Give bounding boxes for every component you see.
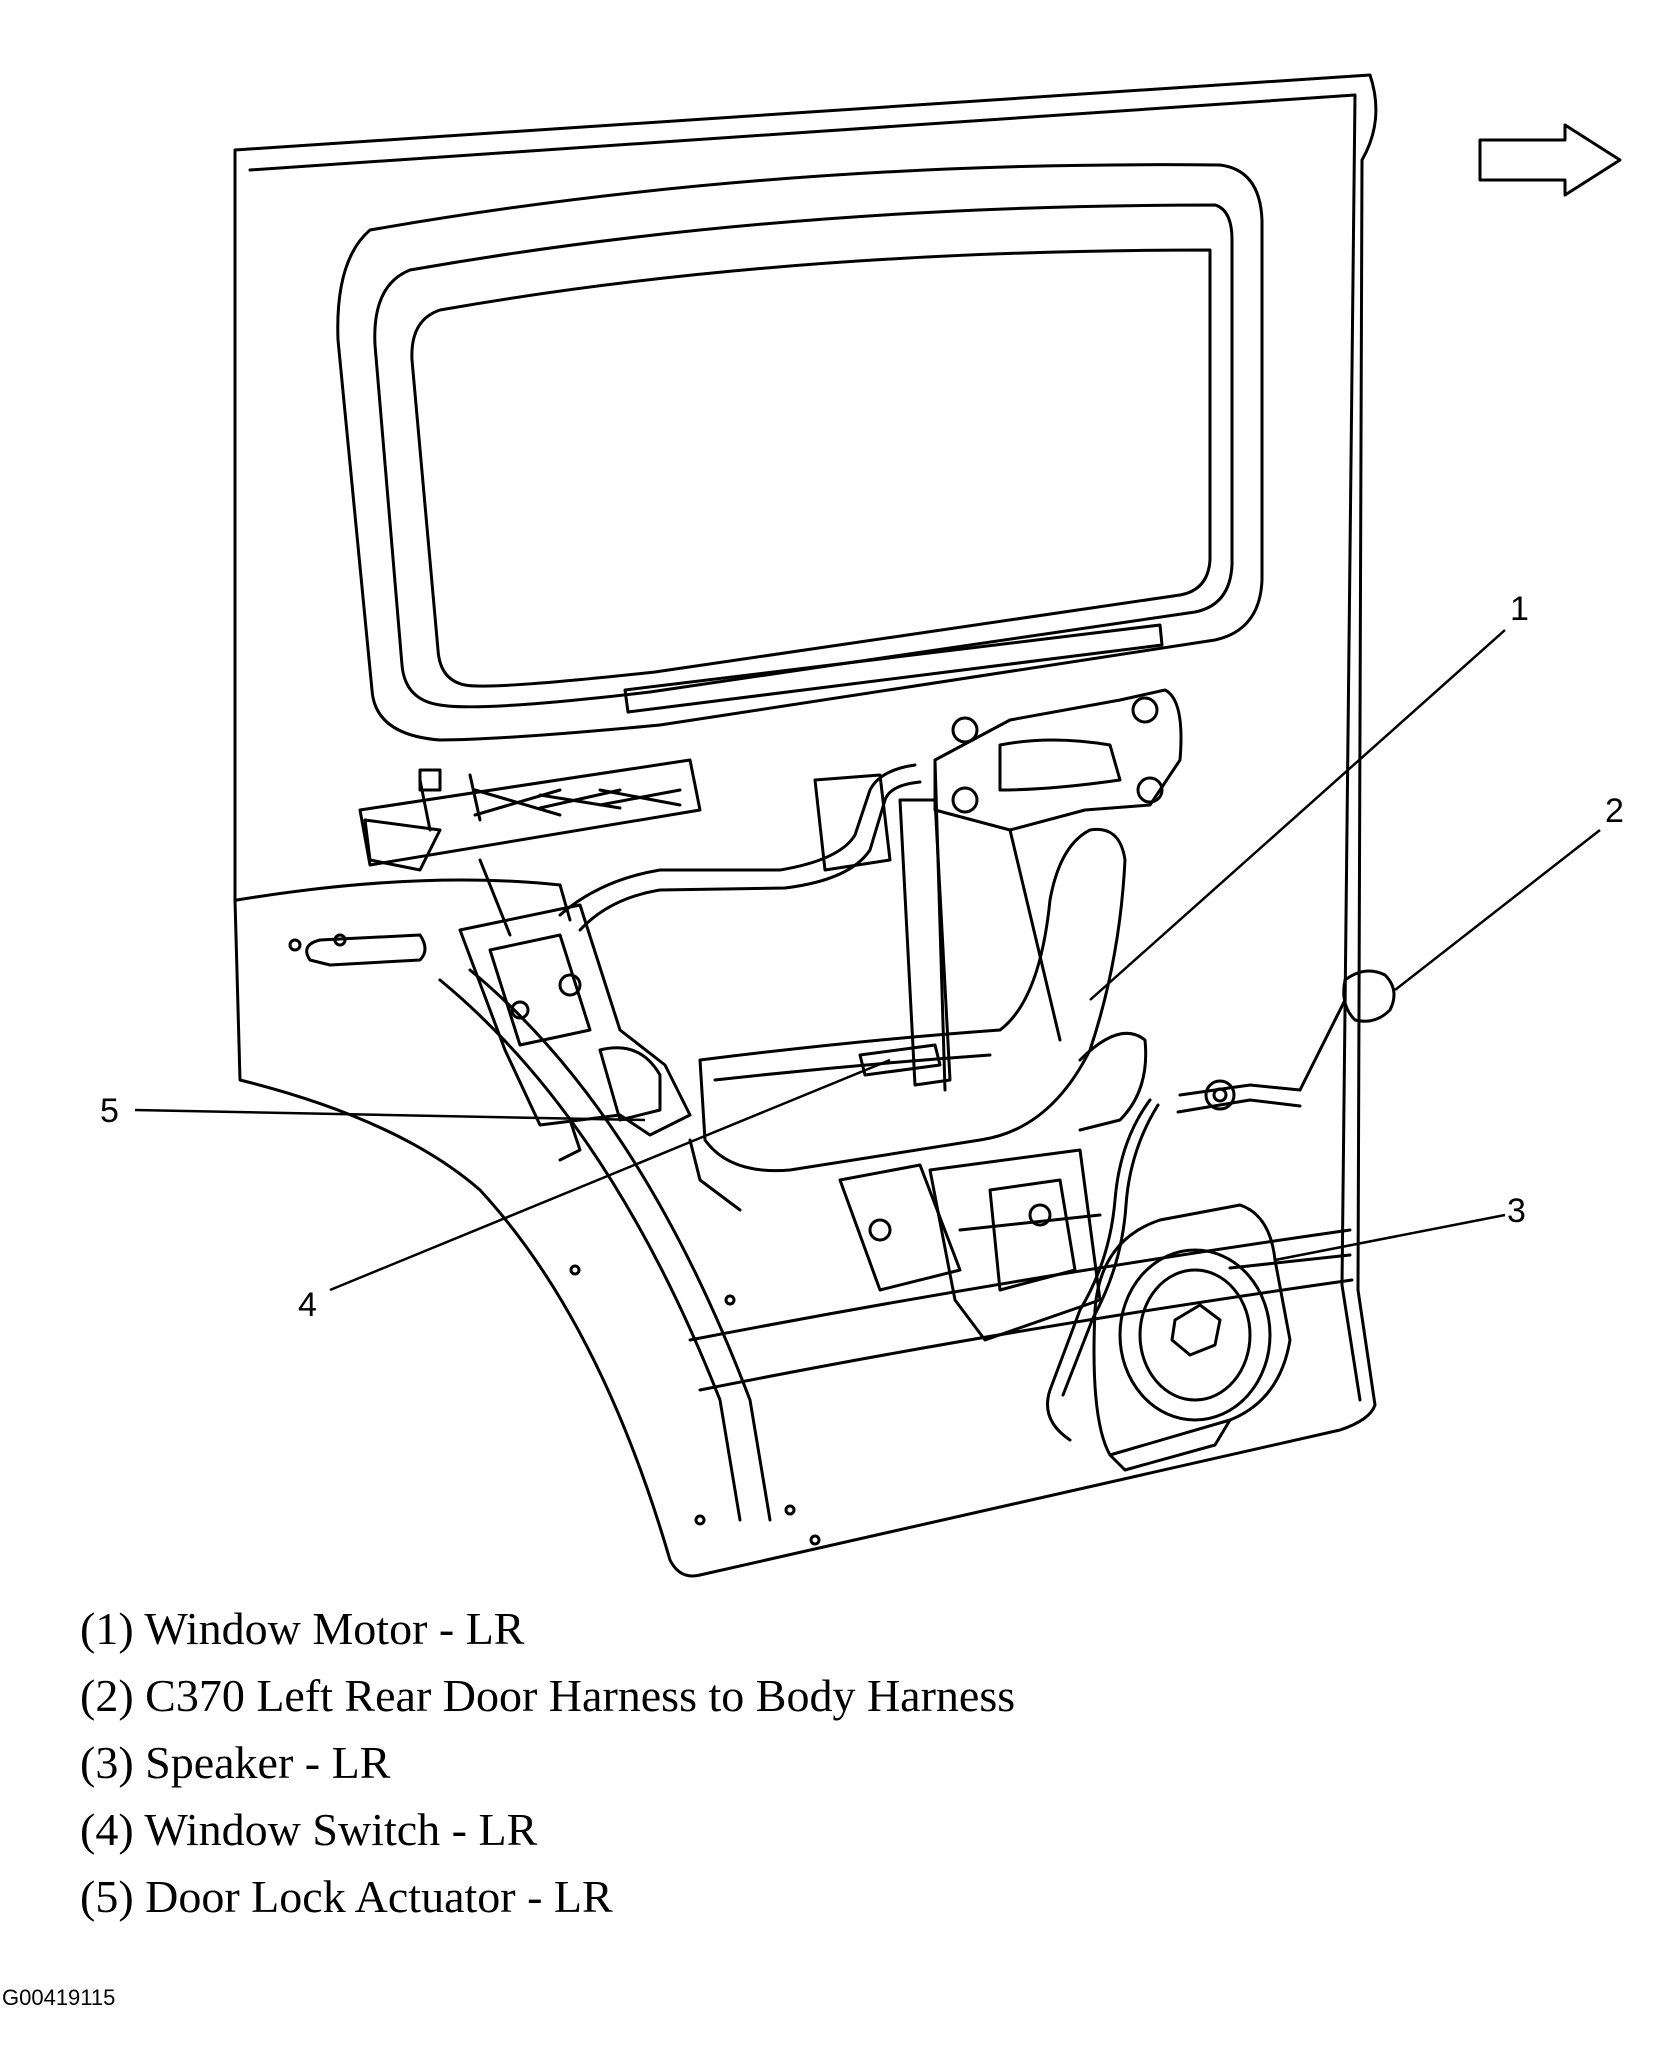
window-frame xyxy=(336,163,1264,742)
outside-handle-linkage xyxy=(358,758,702,872)
legend-label: Window Motor - LR xyxy=(144,1603,525,1654)
legend-label: C370 Left Rear Door Harness to Body Harn… xyxy=(145,1670,1016,1721)
c370-connector xyxy=(1204,969,1396,1111)
speaker xyxy=(1092,1203,1292,1472)
leader-line-4 xyxy=(329,1058,891,1292)
wheel-arch-trim xyxy=(288,933,821,1546)
callout-2: 2 xyxy=(1605,792,1624,830)
door-lock-actuator xyxy=(458,858,692,1162)
legend-item-door-lock-actuator: (5) Door Lock Actuator - LR xyxy=(80,1863,1015,1930)
legend-number: (1) xyxy=(80,1603,134,1654)
legend-item-c370-connector: (2) C370 Left Rear Door Harness to Body … xyxy=(80,1662,1015,1729)
callout-5: 5 xyxy=(100,1092,119,1130)
legend-label: Door Lock Actuator - LR xyxy=(145,1871,613,1922)
legend-number: (3) xyxy=(80,1737,134,1788)
leader-line-1 xyxy=(1089,629,1506,1001)
legend-item-speaker: (3) Speaker - LR xyxy=(80,1729,1015,1796)
leader-line-3 xyxy=(1274,1213,1506,1262)
callout-4: 4 xyxy=(298,1286,317,1324)
legend-label: Speaker - LR xyxy=(145,1737,391,1788)
legend-number: (4) xyxy=(80,1804,134,1855)
window-regulator xyxy=(813,688,1183,1092)
figure-id: G00419115 xyxy=(2,1985,116,2010)
forward-arrow-icon xyxy=(1478,123,1622,197)
regulator-lower-bracket xyxy=(838,1148,1102,1342)
legend-number: (5) xyxy=(80,1871,134,1922)
door-panel xyxy=(233,73,1378,1578)
armrest-pull-handle xyxy=(698,827,1148,1173)
callout-1: 1 xyxy=(1510,590,1529,628)
legend-item-window-switch: (4) Window Switch - LR xyxy=(80,1796,1015,1863)
legend-item-window-motor: (1) Window Motor - LR xyxy=(80,1595,1015,1662)
legend-number: (2) xyxy=(80,1670,134,1721)
leader-line-5 xyxy=(134,1108,646,1122)
legend-label: Window Switch - LR xyxy=(144,1804,538,1855)
callout-3: 3 xyxy=(1507,1192,1526,1230)
door-diagram: 1 2 3 4 5 xyxy=(100,73,1624,1578)
leader-line-2 xyxy=(1394,829,1601,991)
legend-list: (1) Window Motor - LR (2) C370 Left Rear… xyxy=(80,1595,1015,1930)
